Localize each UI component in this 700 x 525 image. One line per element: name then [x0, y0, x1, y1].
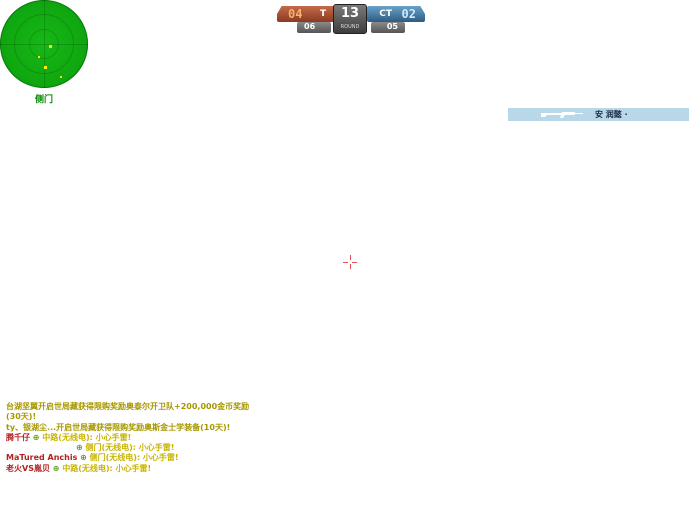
radar-blip-teammate — [38, 56, 40, 58]
chat-sender: 腾千仔 — [6, 432, 30, 442]
terrorist-score-panel — [277, 6, 335, 22]
chat-sender: 老火VS胤贝 — [6, 463, 50, 473]
chat-text: 中路(无线电): 小心手雷! — [42, 432, 132, 442]
counter-terrorist-score-panel — [367, 6, 425, 22]
kill-feed-victim: 安 润懿 · — [595, 110, 628, 119]
terrorist-score: 04 — [288, 7, 303, 21]
radio-message: MaTured Anchis ⊕ 侧门(无线电): 小心手雷! — [6, 453, 326, 463]
chat-text: 侧门(无线电): 小心手雷! — [85, 443, 175, 453]
chat-log: 台湖坚翼开启世局藏获得限购奖励奥泰尔开卫队+200,000金币奖励 (30天)!… — [6, 402, 326, 474]
counter-terrorist-alive-count: 05 — [371, 22, 405, 33]
radio-message: 腾千仔 ⊕ 中路(无线电): 小心手雷! — [6, 433, 326, 443]
counter-terrorist-label: CT — [379, 9, 392, 19]
round-label: ROUND — [340, 24, 360, 30]
radar-axis — [0, 44, 88, 45]
system-message: ty、银湖尘...开启世局藏获得限购奖励奥斯金士学装备(10天)! — [6, 422, 231, 432]
counter-terrorist-score: 02 — [401, 7, 416, 21]
chat-sender: MaTured Anchis — [6, 453, 78, 463]
radio-icon: ⊕ — [76, 443, 83, 453]
radio-icon: ⊕ — [32, 432, 40, 442]
radio-message: 老火VS胤贝 ⊕ 中路(无线电): 小心手雷! — [6, 464, 326, 474]
radar-blip-player — [49, 45, 52, 48]
terrorist-alive-count: 06 — [297, 22, 331, 33]
radio-message: ⊕ 侧门(无线电): 小心手雷! — [6, 443, 326, 453]
radar-location-label: 侧门 — [34, 95, 53, 105]
counter-terrorist-alive-value: 05 — [386, 22, 398, 31]
radio-icon: ⊕ — [52, 463, 60, 473]
radar-blip-teammate — [44, 66, 47, 69]
radar-blip-teammate — [60, 76, 62, 78]
terrorist-alive-value: 06 — [304, 22, 316, 31]
crosshair — [343, 255, 357, 269]
rifle-icon — [541, 112, 583, 118]
chat-text: 侧门(无线电): 小心手雷! — [89, 453, 179, 463]
system-message: (30天)! — [6, 412, 37, 422]
kill-feed-entry: 安 润懿 · — [508, 108, 689, 121]
radar-ring — [29, 29, 59, 59]
scoreboard: 04 T CT 02 06 05 13 ROUND — [277, 4, 425, 34]
radar-ring — [14, 14, 74, 74]
round-counter: 13 ROUND — [333, 4, 367, 34]
system-message: 台湖坚翼开启世局藏获得限购奖励奥泰尔开卫队+200,000金币奖励 — [6, 402, 250, 411]
radar-axis — [44, 0, 45, 88]
terrorist-label: T — [320, 9, 327, 19]
radar-minimap — [0, 0, 88, 88]
round-number: 13 — [340, 6, 360, 21]
chat-text: 中路(无线电): 小心手雷! — [62, 463, 152, 473]
radio-icon: ⊕ — [80, 453, 87, 463]
